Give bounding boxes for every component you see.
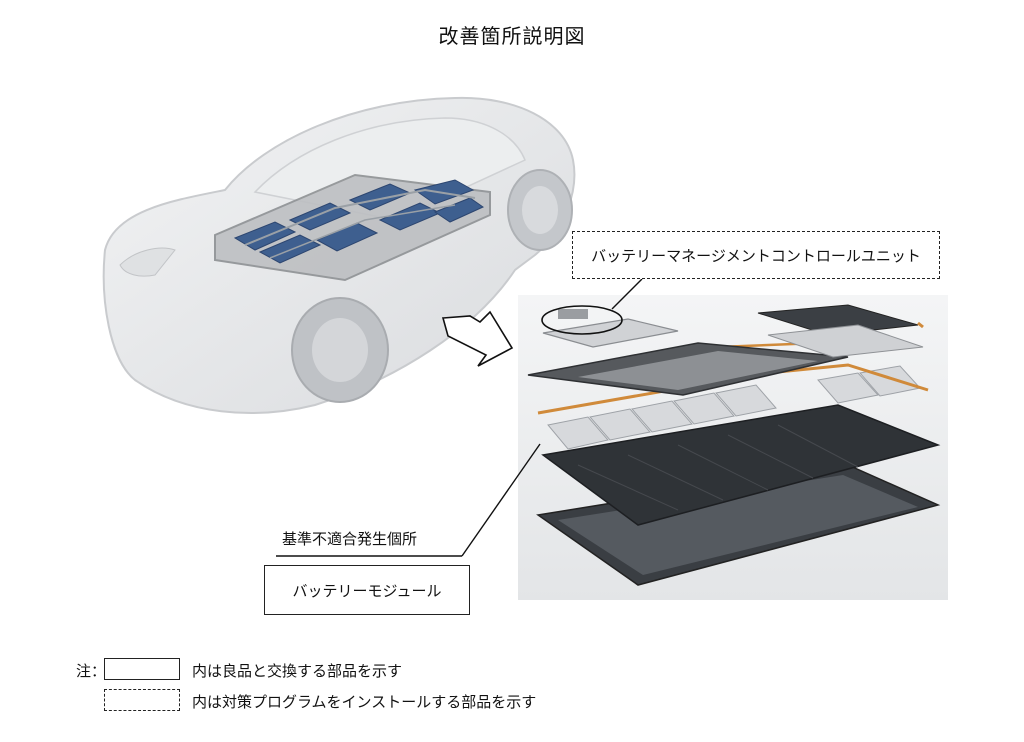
legend-solid-text: 内は良品と交換する部品を示す: [192, 662, 403, 680]
bmc-unit-label: バッテリーマネージメントコントロールユニット: [591, 246, 921, 265]
car-illustration: [102, 96, 576, 414]
battery-module-callout-box: バッテリーモジュール: [264, 565, 470, 615]
bmc-unit-callout-box: バッテリーマネージメントコントロールユニット: [572, 231, 940, 279]
battery-module-label: バッテリーモジュール: [292, 581, 442, 600]
defect-location-label: 基準不適合発生個所: [282, 530, 418, 548]
battery-pack-exploded-view: [518, 295, 948, 600]
legend-dashed-box-sample: [104, 689, 180, 711]
legend-dashed-text: 内は対策プログラムをインストールする部品を示す: [192, 693, 537, 711]
page-title: 改善箇所説明図: [438, 24, 586, 48]
legend-solid-box-sample: [104, 658, 180, 680]
legend-note-label: 注：: [76, 662, 107, 680]
